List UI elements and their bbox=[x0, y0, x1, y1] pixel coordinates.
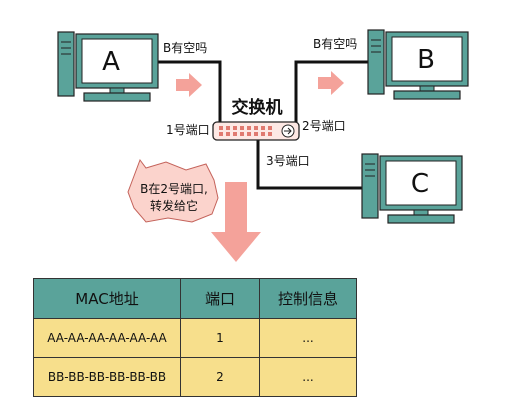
port-1-label: 1号端口 bbox=[166, 123, 210, 137]
bubble-line-2: 转发给它 bbox=[150, 198, 198, 213]
switch-title: 交换机 bbox=[232, 97, 283, 118]
port-2-label: 2号端口 bbox=[302, 119, 346, 133]
host-c-label: C bbox=[411, 169, 429, 199]
port-3-label: 3号端口 bbox=[266, 154, 310, 168]
bubble-line-1: B在2号端口, bbox=[140, 182, 208, 196]
control-cell: ... bbox=[259, 318, 357, 358]
arrow-down-icon bbox=[211, 182, 261, 262]
table-header-row: MAC地址 端口 控制信息 bbox=[33, 278, 357, 319]
mac-cell: BB-BB-BB-BB-BB-BB bbox=[33, 357, 181, 397]
mac-address-table: MAC地址 端口 控制信息 AA-AA-AA-AA-AA-AA 1 ... BB… bbox=[33, 278, 357, 397]
cables bbox=[150, 60, 370, 190]
query-label-right: B有空吗 bbox=[313, 37, 357, 51]
forwarding-bubble: B在2号端口, 转发给它 bbox=[127, 158, 219, 223]
switch: 交换机 1号端口 2号端口 3号端口 bbox=[166, 97, 346, 168]
host-a-label: A bbox=[102, 47, 120, 77]
column-header: 控制信息 bbox=[259, 278, 357, 319]
table-row: BB-BB-BB-BB-BB-BB 2 ... bbox=[33, 357, 357, 397]
query-label-left: B有空吗 bbox=[163, 41, 207, 55]
host-c: C bbox=[361, 153, 463, 224]
host-a: A bbox=[57, 31, 159, 102]
control-cell: ... bbox=[259, 357, 357, 397]
table-row: AA-AA-AA-AA-AA-AA 1 ... bbox=[33, 318, 357, 358]
arrow-right-icon bbox=[318, 71, 344, 95]
column-header: MAC地址 bbox=[33, 278, 181, 319]
host-b: B bbox=[367, 29, 469, 100]
mac-cell: AA-AA-AA-AA-AA-AA bbox=[33, 318, 181, 358]
speech-bubble-icon bbox=[127, 158, 219, 223]
host-b-label: B bbox=[417, 45, 435, 75]
arrow-right-icon bbox=[176, 73, 202, 97]
column-header: 端口 bbox=[180, 278, 260, 319]
port-cell: 2 bbox=[180, 357, 260, 397]
port-cell: 1 bbox=[180, 318, 260, 358]
